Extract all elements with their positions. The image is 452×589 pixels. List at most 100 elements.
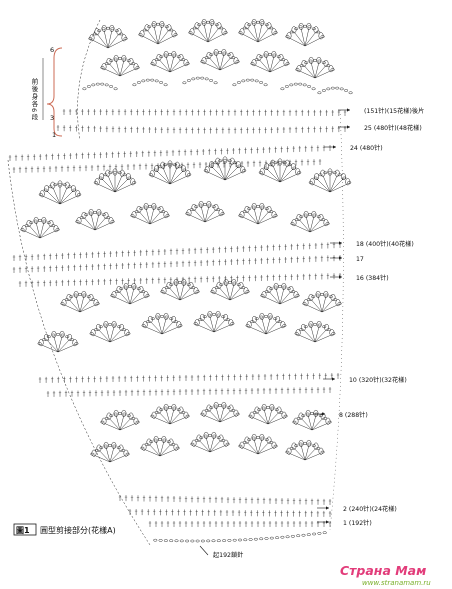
chain-arc	[241, 79, 246, 83]
stitch-fan-stem	[129, 291, 142, 305]
stitch-fan-chain	[77, 193, 82, 196]
stitch-fan-chain	[94, 449, 99, 452]
stitch-fan-stem	[298, 219, 311, 233]
stitch-fan-stem	[169, 59, 182, 73]
stitch-fan-stem	[203, 24, 209, 43]
stitch-fan-chain	[305, 412, 310, 416]
caption-title: 圓型剪接部分(花樣A)	[40, 525, 116, 535]
stitch-fan-chain	[77, 293, 83, 296]
stitch-fan-chain	[226, 406, 231, 410]
stitch-fan-stem	[188, 214, 206, 223]
stitch-fan-chain	[227, 281, 233, 284]
stitch-fan-chain	[259, 315, 264, 319]
stitch-fan-stem	[253, 208, 259, 225]
stitch-fan-chain	[159, 408, 164, 412]
stitch-fan-chain	[298, 442, 303, 446]
stitch-fan-chain	[122, 57, 127, 61]
stitch-fan-stem	[254, 321, 267, 335]
stitch-fan-puff	[64, 181, 70, 189]
chain-arc	[232, 83, 237, 87]
stitch-fan-chain	[95, 302, 100, 305]
row-label-10: 10 (320针)(32花樣)	[349, 376, 407, 384]
stitch-fan-stem	[39, 230, 57, 239]
stitch-fan-chain	[289, 30, 294, 34]
stitch-fan-stem	[314, 62, 320, 79]
stitch-fan-chain	[270, 406, 275, 410]
stitch-fan-stem	[59, 195, 78, 205]
stitch-fan-chain	[223, 31, 228, 34]
stitch-fan-puff	[290, 163, 296, 171]
stitch-fan-stem	[312, 183, 331, 193]
chain-arc	[200, 76, 205, 80]
watermark-logo: Страна Мам www.stranamam.ru	[340, 563, 431, 587]
stitch-fan-stem	[91, 39, 109, 49]
stitch-fan-chain	[167, 53, 173, 56]
stitch-fan-chain	[320, 35, 325, 38]
stitch-fan-chain	[316, 215, 321, 219]
stitch-fan-stem	[309, 224, 327, 233]
stitch-fan-chain	[242, 210, 247, 213]
stitch-fan-stem	[119, 60, 125, 77]
foundation-chain	[301, 533, 306, 537]
chain-arc	[109, 85, 114, 88]
stitch-fan-stem	[269, 56, 275, 73]
stitch-fan-puff	[327, 168, 333, 176]
stitch-fan-chain	[53, 183, 58, 187]
stitch-fan-chain	[198, 203, 203, 207]
side-number-6: 6	[50, 46, 54, 54]
stitch-fan-chain	[112, 323, 117, 327]
stitch-fan-chain	[285, 450, 290, 454]
stitch-fan-stem	[119, 63, 132, 77]
chain-arc	[182, 81, 187, 85]
stitch-fan-chain	[38, 193, 43, 196]
stitch-fan-stem	[293, 447, 306, 461]
stitch-fan-stem	[108, 63, 121, 77]
stitch-fan-chain	[100, 66, 105, 69]
stitch-fan-chain	[89, 332, 94, 335]
stitch-fan-chain	[242, 26, 247, 30]
stitch-fan-chain	[165, 214, 170, 217]
stitch-fan-chain	[204, 409, 209, 412]
stitch-fan-chain	[46, 335, 51, 339]
stitch-fan-chain	[312, 59, 318, 62]
stitch-fan-chain	[126, 332, 131, 335]
chain-arc	[113, 87, 118, 91]
stitch-fan-stem	[59, 190, 74, 205]
stitch-fan-stem	[204, 206, 210, 223]
stitch-fan-chain	[272, 53, 277, 57]
stitch-fan-chain	[159, 55, 164, 59]
stitch-fan-stem	[314, 326, 320, 343]
side-vertical-label: 前後身各6段	[30, 77, 38, 121]
chain-arc	[204, 77, 209, 81]
stitch-fan-chain	[163, 163, 168, 167]
stitch-fan-stem	[191, 33, 209, 43]
stitch-fan-puff	[67, 333, 73, 341]
stitch-fan-chain	[181, 411, 186, 414]
stitch-fan-stem	[265, 321, 278, 335]
chain-arc	[289, 83, 294, 87]
stitch-fan-puff	[215, 157, 221, 165]
stitch-fan-chain	[123, 37, 128, 40]
stitch-fan-chain	[97, 211, 102, 215]
stitch-fan-chain	[125, 452, 130, 456]
stitch-fan-stem	[200, 206, 206, 223]
stitch-fan-chain	[268, 163, 273, 167]
stitch-fan-stem	[119, 68, 137, 77]
stitch-fan-chain	[324, 293, 329, 297]
stitch-fan-stem	[311, 422, 329, 431]
stitch-fan-chain	[269, 26, 274, 30]
stitch-fan-chain	[51, 333, 56, 337]
stitch-fan-chain	[203, 434, 208, 438]
stitch-fan-stem	[96, 33, 109, 49]
stitch-fan-chain	[193, 322, 198, 325]
stitch-fan-puff	[95, 323, 101, 331]
stitch-fan-puff	[105, 169, 111, 177]
stitch-fan-chain	[202, 203, 208, 206]
foundation-chain	[280, 535, 285, 539]
chain-arc	[141, 79, 146, 83]
stitch-fan-chain	[103, 444, 108, 448]
stitch-fan-chain	[147, 25, 152, 29]
stitch-fan-stem	[295, 422, 313, 431]
stitch-fan-stem	[109, 454, 127, 463]
stitch-fan-chain	[149, 440, 154, 444]
